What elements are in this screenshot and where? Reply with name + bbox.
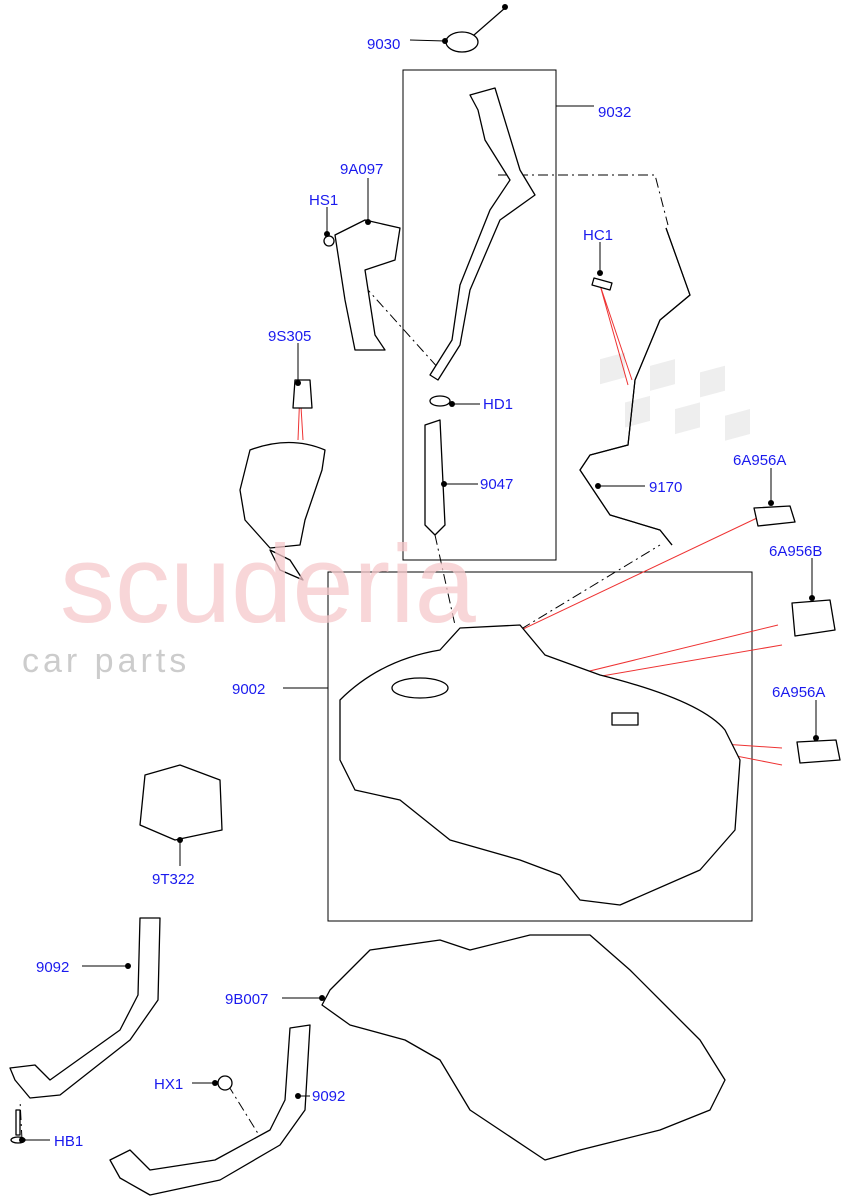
assembly-line bbox=[19, 1099, 23, 1141]
callout-hd1: HD1 bbox=[483, 396, 513, 413]
fuel-tank bbox=[339, 624, 741, 906]
assembly-line bbox=[434, 534, 456, 626]
callout-6a956a-bottom: 6A956A bbox=[772, 684, 825, 701]
callout-hc1: HC1 bbox=[583, 227, 613, 244]
heat-shield-upper bbox=[334, 219, 401, 351]
tank-heat-shield bbox=[321, 934, 726, 1161]
callout-6a956b: 6A956B bbox=[769, 543, 822, 560]
callout-6a956a-top: 6A956A bbox=[733, 452, 786, 469]
callout-hs1: HS1 bbox=[309, 192, 338, 209]
callout-9170: 9170 bbox=[649, 479, 682, 496]
callout-hx1: HX1 bbox=[154, 1076, 183, 1093]
watermark-tagline: car parts bbox=[22, 642, 190, 680]
assembly-line bbox=[227, 1084, 263, 1141]
callout-9b007: 9B007 bbox=[225, 991, 268, 1008]
strap-right bbox=[109, 1024, 311, 1196]
callout-9092-right: 9092 bbox=[312, 1088, 345, 1105]
watermark-brand: scuderia bbox=[60, 523, 477, 646]
filler-group-box bbox=[402, 69, 557, 561]
callout-9s305: 9S305 bbox=[268, 328, 311, 345]
fuel-pump-module bbox=[239, 379, 326, 581]
filler-cap bbox=[445, 4, 508, 53]
callout-hb1: HB1 bbox=[54, 1133, 83, 1150]
filler-hose bbox=[424, 395, 451, 536]
callout-9047: 9047 bbox=[480, 476, 513, 493]
filler-pipe bbox=[429, 87, 536, 381]
pads bbox=[753, 505, 841, 764]
fasteners bbox=[10, 235, 335, 1144]
watermark: scuderia car parts bbox=[22, 523, 477, 680]
tank-group-box bbox=[327, 571, 753, 922]
bracket bbox=[139, 764, 223, 841]
callout-9t322: 9T322 bbox=[152, 871, 195, 888]
callout-9092-left: 9092 bbox=[36, 959, 69, 976]
vent-pipe bbox=[579, 227, 691, 546]
callout-9030: 9030 bbox=[367, 36, 400, 53]
callout-9032: 9032 bbox=[598, 104, 631, 121]
callout-9002: 9002 bbox=[232, 681, 265, 698]
callout-leaders bbox=[19, 38, 819, 1143]
strap-left bbox=[9, 917, 161, 1099]
assembly-line bbox=[469, 544, 661, 661]
callout-9a097: 9A097 bbox=[340, 161, 383, 178]
